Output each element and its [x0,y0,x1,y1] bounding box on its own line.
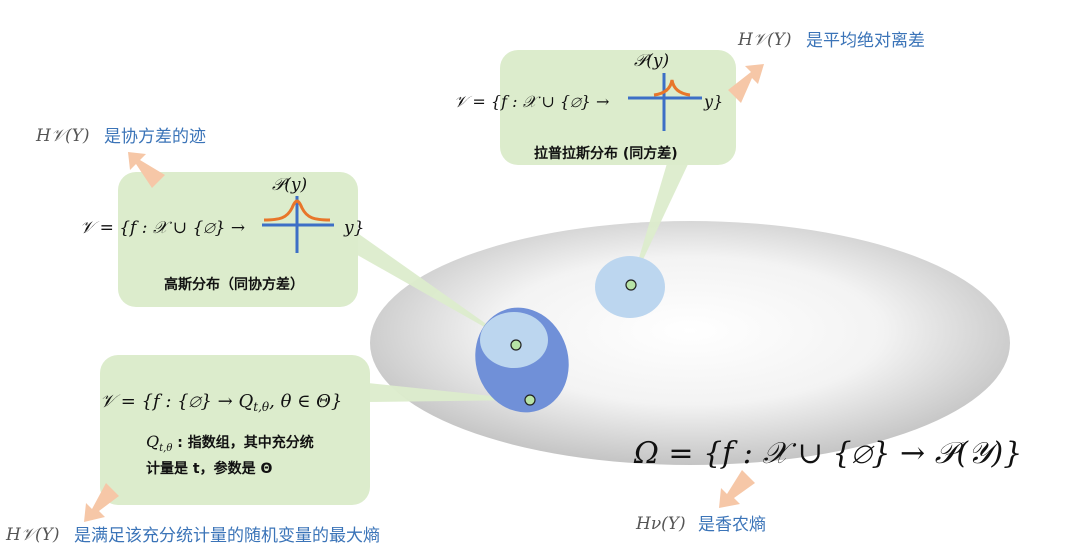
gaussian-caption: 高斯分布（同协方差） [164,276,304,293]
laplace-caption: 拉普拉斯分布 (同方差) [534,145,678,162]
exp-family-caption-1: : 指数组，其中充分统 [172,434,313,451]
gaussian-math-suffix: y} [343,218,364,238]
exp-family-box [100,355,370,505]
laplace-plot-label: 𝒫(y) [634,51,669,71]
laplace-math-prefix: 𝒱 = {f : 𝒳 ∪ {∅} → [454,92,609,111]
h-label-covariance: H𝒱(Y) [35,126,89,146]
exp-family-pointer [368,383,530,402]
exp-family-math-sub: t,θ [253,400,270,414]
laplace-dot [625,279,637,291]
shannon-entropy-label: 是香农熵 [698,515,766,535]
exp-family-q-sub: t,θ [159,443,172,454]
omega-formula: Ω = {f : 𝒳 ∪ {∅} → 𝒫(𝒴)} [633,436,1022,471]
arrow-laplace [728,64,764,103]
exp-family-dot [524,394,536,406]
covariance-trace-label: 是协方差的迹 [104,127,206,147]
h-label-max-entropy: H𝒱(Y) [5,525,59,545]
omega-ellipse [370,221,1010,465]
h-label-laplace: H𝒱(Y) [737,30,791,50]
gaussian-pointer [345,232,516,345]
gaussian-curve [263,199,331,222]
mean-abs-deviation-label: 是平均绝对离差 [806,31,925,51]
exp-family-q: Q [146,432,159,451]
exp-family-math: 𝒱 = {f : {∅} → Qt,θ, θ ∈ Θ} [100,391,342,414]
laplace-curve [653,79,691,97]
gaussian-math-prefix: 𝒱 = {f : 𝒳 ∪ {∅} → [80,218,245,238]
max-entropy-label: 是满足该充分统计量的随机变量的最大熵 [74,526,380,546]
exp-family-caption-line2: 计量是 t，参数是 Θ [146,460,272,477]
laplace-math-suffix: y} [703,92,723,111]
exp-family-math-tail: , θ ∈ Θ} [269,391,342,412]
arrow-max-entropy [84,483,119,522]
gaussian-plot-label: 𝒫(y) [272,175,307,195]
laplace-pointer [631,160,690,285]
laplace-box [500,50,736,165]
exp-family-math-main: 𝒱 = {f : {∅} → Q [100,391,253,412]
gaussian-dot [510,339,522,351]
h-label-shannon: Hν(Y) [635,514,686,534]
arrow-covariance [128,152,165,188]
exp-family-caption-line1: Qt,θ : 指数组，其中充分统 [146,432,314,454]
arrow-shannon [719,470,755,508]
